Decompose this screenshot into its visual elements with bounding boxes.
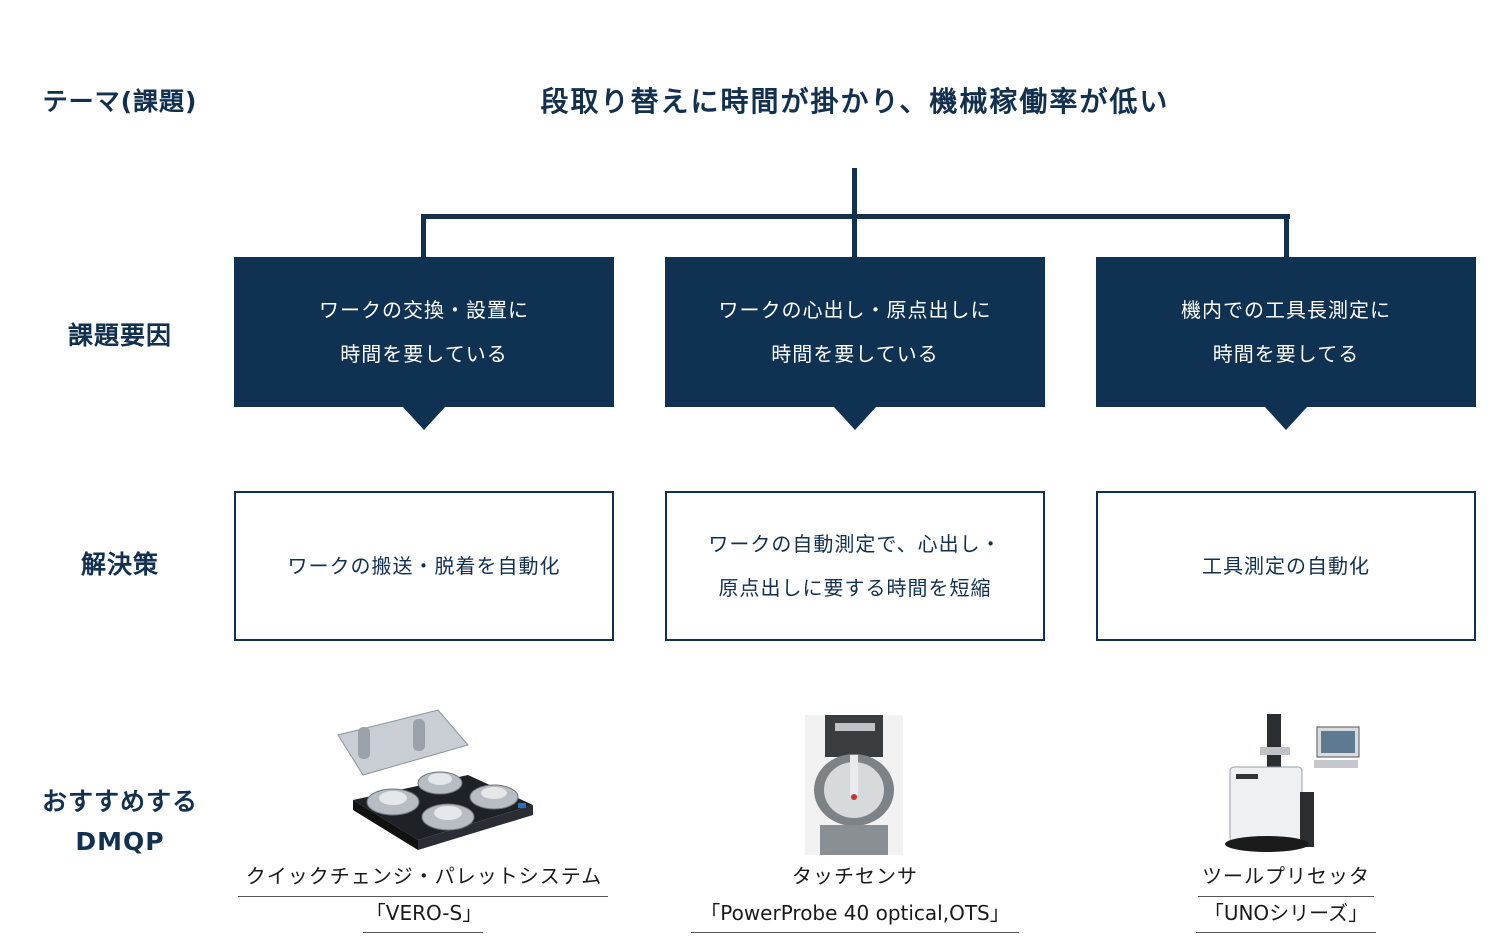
solution-box-3: 工具測定の自動化 bbox=[1096, 491, 1476, 641]
cause-pointer-2 bbox=[833, 406, 877, 430]
cause-box-1: ワークの交換・設置に 時間を要している bbox=[234, 257, 614, 407]
solution-text-1: ワークの搬送・脱着を自動化 bbox=[287, 554, 561, 578]
tree-branch-line bbox=[421, 214, 1290, 219]
product-underline-2 bbox=[691, 932, 1019, 933]
product-model-3: 「UNOシリーズ」 bbox=[1203, 901, 1369, 925]
touch-sensor-image bbox=[805, 715, 903, 855]
row-label-dmqp-line2: DMQP bbox=[75, 827, 165, 856]
row-label-dmqp-line1: おすすめする bbox=[41, 787, 198, 816]
tree-trunk-line bbox=[852, 168, 857, 258]
cause-box-2: ワークの心出し・原点出しに 時間を要している bbox=[665, 257, 1045, 407]
row-label-solutions: 解決策 bbox=[80, 550, 159, 579]
product-name-2: タッチセンサ bbox=[792, 864, 918, 888]
solution-text-2: ワークの自動測定で、心出し・ 原点出しに要する時間を短縮 bbox=[708, 532, 1002, 600]
tree-drop-left bbox=[421, 214, 426, 258]
product-underline-3 bbox=[1196, 932, 1376, 933]
cause-box-3: 機内での工具長測定に 時間を要してる bbox=[1096, 257, 1476, 407]
solution-text-3: 工具測定の自動化 bbox=[1202, 554, 1370, 578]
product-model-1: 「VERO-S」 bbox=[365, 901, 483, 925]
cause-text-1: ワークの交換・設置に 時間を要している bbox=[319, 298, 529, 366]
product-divider-3 bbox=[1198, 896, 1374, 897]
cause-pointer-1 bbox=[402, 406, 446, 430]
theme-title: 段取り替えに時間が掛かり、機械稼働率が低い bbox=[540, 85, 1170, 118]
tree-drop-right bbox=[1284, 214, 1289, 258]
cause-text-3: 機内での工具長測定に 時間を要してる bbox=[1181, 298, 1391, 366]
product-underline-1 bbox=[363, 932, 483, 933]
cause-text-2: ワークの心出し・原点出しに 時間を要している bbox=[718, 298, 992, 366]
solution-box-1: ワークの搬送・脱着を自動化 bbox=[234, 491, 614, 641]
tool-presetter-image bbox=[1222, 712, 1364, 854]
product-divider-1 bbox=[238, 896, 608, 897]
pallet-system-image bbox=[318, 705, 538, 855]
cause-pointer-3 bbox=[1264, 406, 1308, 430]
product-model-2: 「PowerProbe 40 optical,OTS」 bbox=[700, 901, 1010, 925]
row-label-theme: テーマ(課題) bbox=[42, 87, 198, 116]
product-name-1: クイックチェンジ・パレットシステム bbox=[245, 864, 603, 888]
product-name-3: ツールプリセッタ bbox=[1202, 864, 1370, 888]
solution-box-2: ワークの自動測定で、心出し・ 原点出しに要する時間を短縮 bbox=[665, 491, 1045, 641]
row-label-causes: 課題要因 bbox=[67, 321, 172, 350]
